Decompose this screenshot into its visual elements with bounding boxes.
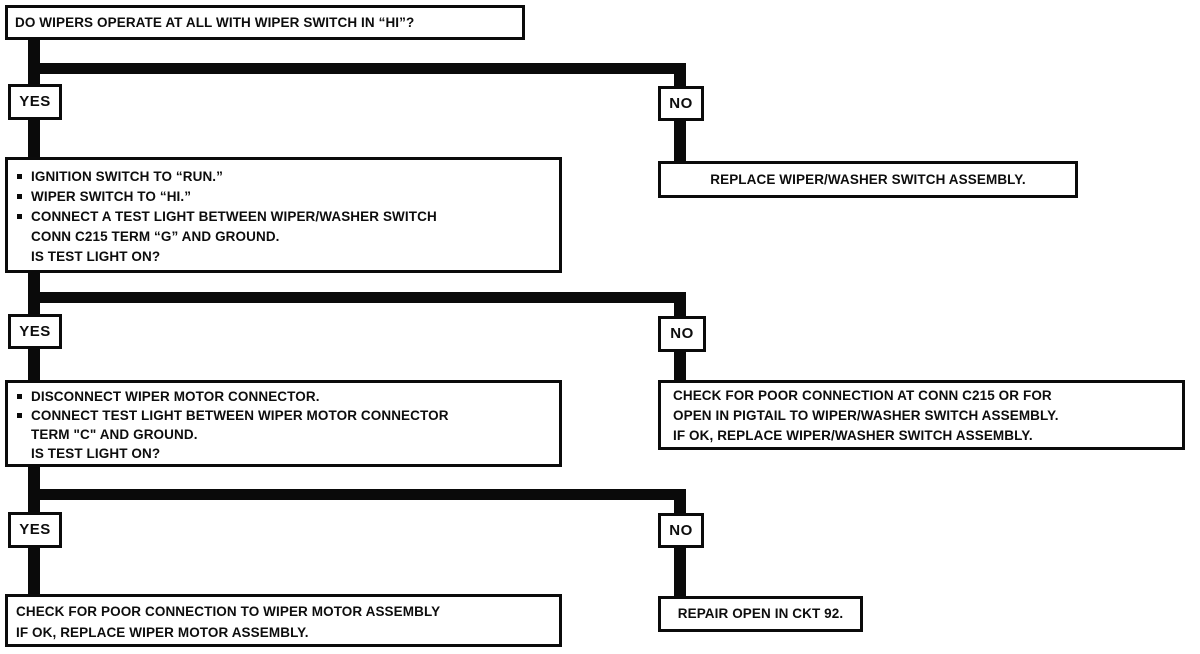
step2-bullet-1-text: DISCONNECT WIPER MOTOR CONNECTOR. [31,389,320,404]
bullet-icon [17,413,22,418]
connector-yes1-down [28,118,40,159]
step1-question-text: IS TEST LIGHT ON? [31,249,161,264]
node-step-2: DISCONNECT WIPER MOTOR CONNECTOR. CONNEC… [5,380,562,467]
connector-branch-3-horizontal [28,489,686,500]
node-yes-2: YES [8,314,62,349]
no-2-label: NO [670,325,694,342]
action-no2-line-3: IF OK, REPLACE WIPER/WASHER SWITCH ASSEM… [673,426,1170,446]
connector-branch-1-horizontal [28,63,686,74]
step2-bullet-2-text: CONNECT TEST LIGHT BETWEEN WIPER MOTOR C… [31,408,449,423]
no-1-label: NO [669,94,693,112]
action-no2-line-3-text: IF OK, REPLACE WIPER/WASHER SWITCH ASSEM… [673,428,1033,443]
node-yes-3: YES [8,512,62,548]
step2-bullet-2-cont-text: TERM "C" AND GROUND. [31,427,198,442]
action-yes3-line-2: IF OK, REPLACE WIPER MOTOR ASSEMBLY. [16,622,551,643]
step2-bullet-1: DISCONNECT WIPER MOTOR CONNECTOR. [16,387,551,406]
step1-bullet-3-continuation: CONN C215 TERM “G” AND GROUND. [16,227,551,247]
action-no2-line-2: OPEN IN PIGTAIL TO WIPER/WASHER SWITCH A… [673,406,1170,426]
step1-bullet-1: IGNITION SWITCH TO “RUN.” [16,167,551,187]
bullet-icon [17,214,22,219]
action-no1-text: REPLACE WIPER/WASHER SWITCH ASSEMBLY. [710,171,1026,187]
node-yes-1: YES [8,84,62,120]
connector-yes3-down [28,546,40,596]
action-no2-line-2-text: OPEN IN PIGTAIL TO WIPER/WASHER SWITCH A… [673,408,1059,423]
step1-bullet-2: WIPER SWITCH TO “HI.” [16,187,551,207]
bullet-icon [17,174,22,179]
node-no-1: NO [658,86,704,121]
no-3-label: NO [669,521,693,539]
yes-2-label: YES [19,322,51,340]
connector-branch-2-right-down [674,292,686,318]
connector-branch-3-right-down [674,489,686,515]
connector-yes2-down [28,347,40,382]
node-step-1: IGNITION SWITCH TO “RUN.” WIPER SWITCH T… [5,157,562,273]
yes-1-label: YES [19,93,51,110]
node-action-check-c215: CHECK FOR POOR CONNECTION AT CONN C215 O… [658,380,1185,450]
step1-bullet-1-text: IGNITION SWITCH TO “RUN.” [31,169,223,184]
yes-3-label: YES [19,521,51,538]
step1-bullet-3-cont-text: CONN C215 TERM “G” AND GROUND. [31,229,280,244]
node-action-replace-switch: REPLACE WIPER/WASHER SWITCH ASSEMBLY. [658,161,1078,198]
step1-bullet-3-text: CONNECT A TEST LIGHT BETWEEN WIPER/WASHE… [31,209,437,224]
connector-no1-down [674,119,686,163]
step2-question-text: IS TEST LIGHT ON? [31,446,161,461]
node-no-3: NO [658,513,704,548]
action-yes3-line-2-text: IF OK, REPLACE WIPER MOTOR ASSEMBLY. [16,625,309,640]
step1-bullet-2-text: WIPER SWITCH TO “HI.” [31,189,192,204]
action-no3-text: REPAIR OPEN IN CKT 92. [677,606,844,621]
node-action-repair-ckt92: REPAIR OPEN IN CKT 92. [658,596,863,632]
action-no2-line-1: CHECK FOR POOR CONNECTION AT CONN C215 O… [673,386,1170,406]
connector-no3-down [674,546,686,598]
connector-no2-down [674,350,686,382]
connector-q1-down [28,38,40,87]
node-no-2: NO [658,316,706,352]
node-action-check-motor: CHECK FOR POOR CONNECTION TO WIPER MOTOR… [5,594,562,647]
connector-branch-1-right-down [674,63,686,88]
action-yes3-line-1: CHECK FOR POOR CONNECTION TO WIPER MOTOR… [16,601,551,622]
step1-bullet-3: CONNECT A TEST LIGHT BETWEEN WIPER/WASHE… [16,207,551,227]
action-yes3-line-1-text: CHECK FOR POOR CONNECTION TO WIPER MOTOR… [16,604,441,619]
step2-bullet-2: CONNECT TEST LIGHT BETWEEN WIPER MOTOR C… [16,406,551,425]
node-question-1: DO WIPERS OPERATE AT ALL WITH WIPER SWIT… [5,5,525,40]
bullet-icon [17,394,22,399]
step2-bullet-2-continuation: TERM "C" AND GROUND. [16,425,551,444]
step2-question: IS TEST LIGHT ON? [16,444,551,463]
connector-branch-2-horizontal [28,292,686,303]
bullet-icon [17,194,22,199]
question-1-text: DO WIPERS OPERATE AT ALL WITH WIPER SWIT… [15,14,415,30]
step1-question: IS TEST LIGHT ON? [16,247,551,267]
action-no2-line-1-text: CHECK FOR POOR CONNECTION AT CONN C215 O… [673,388,1052,403]
